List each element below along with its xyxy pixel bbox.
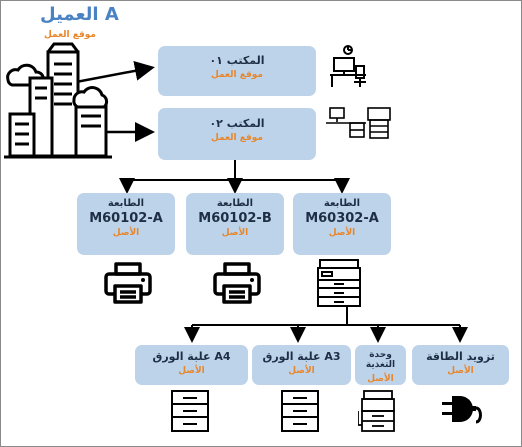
printer-2-label: الطابعة [216, 198, 254, 209]
office-01-box: المكتب ٠١ موقع العمل [158, 46, 316, 96]
component-feeder-name: وحدة التغذية [365, 350, 396, 370]
building-icon [4, 42, 112, 159]
printer-2-model: M60102-B [198, 211, 272, 226]
component-a3-tray-box: علبة الورق A3 الأصل [252, 345, 351, 385]
printer-3-model: M60302-A [305, 211, 379, 226]
office-02-box: المكتب ٠٢ موقع العمل [158, 108, 316, 160]
feeder-unit-icon [358, 390, 395, 432]
paper-tray-icon [281, 390, 319, 432]
component-power-sub: الأصل [447, 366, 474, 376]
component-a3-tray-sub: الأصل [288, 366, 315, 376]
printer-1-sub: الأصل [112, 228, 140, 238]
printer-3-label: الطابعة [323, 198, 361, 209]
printer-icon [213, 262, 261, 304]
client-subtitle: موقع العمل [44, 30, 97, 40]
component-feeder-sub: الأصل [367, 374, 394, 384]
printer-icon [104, 262, 152, 304]
paper-tray-icon [171, 390, 209, 432]
component-feeder-box: وحدة التغذية الأصل [355, 345, 406, 385]
component-a3-tray-name: علبة الورق A3 [262, 350, 341, 363]
office-equipment-icon [326, 107, 391, 139]
power-plug-icon [442, 396, 482, 424]
component-a4-tray-name: علبة الورق A4 [152, 350, 231, 363]
printer-2-sub: الأصل [221, 228, 249, 238]
office-02-name: المكتب ٠٢ [209, 117, 265, 130]
component-a4-tray-sub: الأصل [178, 366, 205, 376]
printer-1-box: الطابعة M60102-A الأصل [77, 193, 175, 255]
printer-3-box: الطابعة M60302-A الأصل [293, 193, 391, 255]
office-02-sub: موقع العمل [210, 133, 263, 143]
component-power-box: تزويد الطاقة الأصل [412, 345, 509, 385]
component-a4-tray-box: علبة الورق A4 الأصل [135, 345, 248, 385]
client-title: العميل A [40, 4, 119, 25]
component-power-name: تزويد الطاقة [426, 350, 495, 363]
office-01-sub: موقع العمل [210, 70, 263, 80]
desk-workstation-icon [330, 45, 366, 87]
printer-3-sub: الأصل [328, 228, 356, 238]
printer-1-label: الطابعة [107, 198, 145, 209]
printer-2-box: الطابعة M60102-B الأصل [186, 193, 284, 255]
multifunction-printer-icon [317, 259, 361, 307]
office-01-name: المكتب ٠١ [209, 54, 265, 67]
printer-1-model: M60102-A [89, 211, 163, 226]
